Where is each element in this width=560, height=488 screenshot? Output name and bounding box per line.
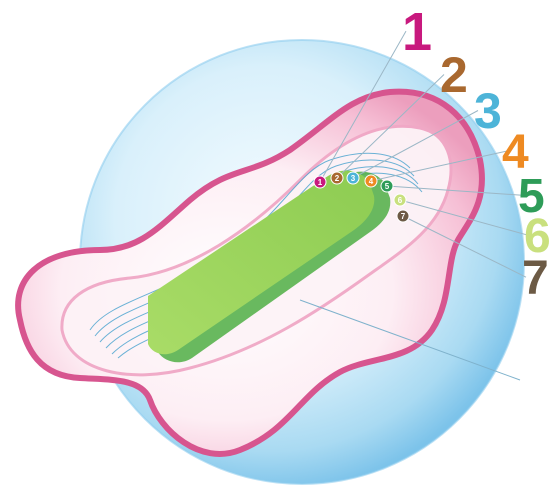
layer-dot-number-2: 2 <box>335 174 340 183</box>
layer-label-7: 7 <box>522 252 549 305</box>
layer-dot-number-7: 7 <box>401 212 406 221</box>
layer-dot-number-5: 5 <box>385 182 390 191</box>
layer-dot-number-4: 4 <box>369 177 374 186</box>
layer-dot-number-3: 3 <box>351 174 356 183</box>
layer-dot-number-6: 6 <box>398 196 403 205</box>
layer-label-1: 1 <box>402 2 432 62</box>
layer-label-3: 3 <box>474 83 502 139</box>
layer-label-2: 2 <box>440 47 468 103</box>
layer-dot-number-1: 1 <box>318 178 323 187</box>
